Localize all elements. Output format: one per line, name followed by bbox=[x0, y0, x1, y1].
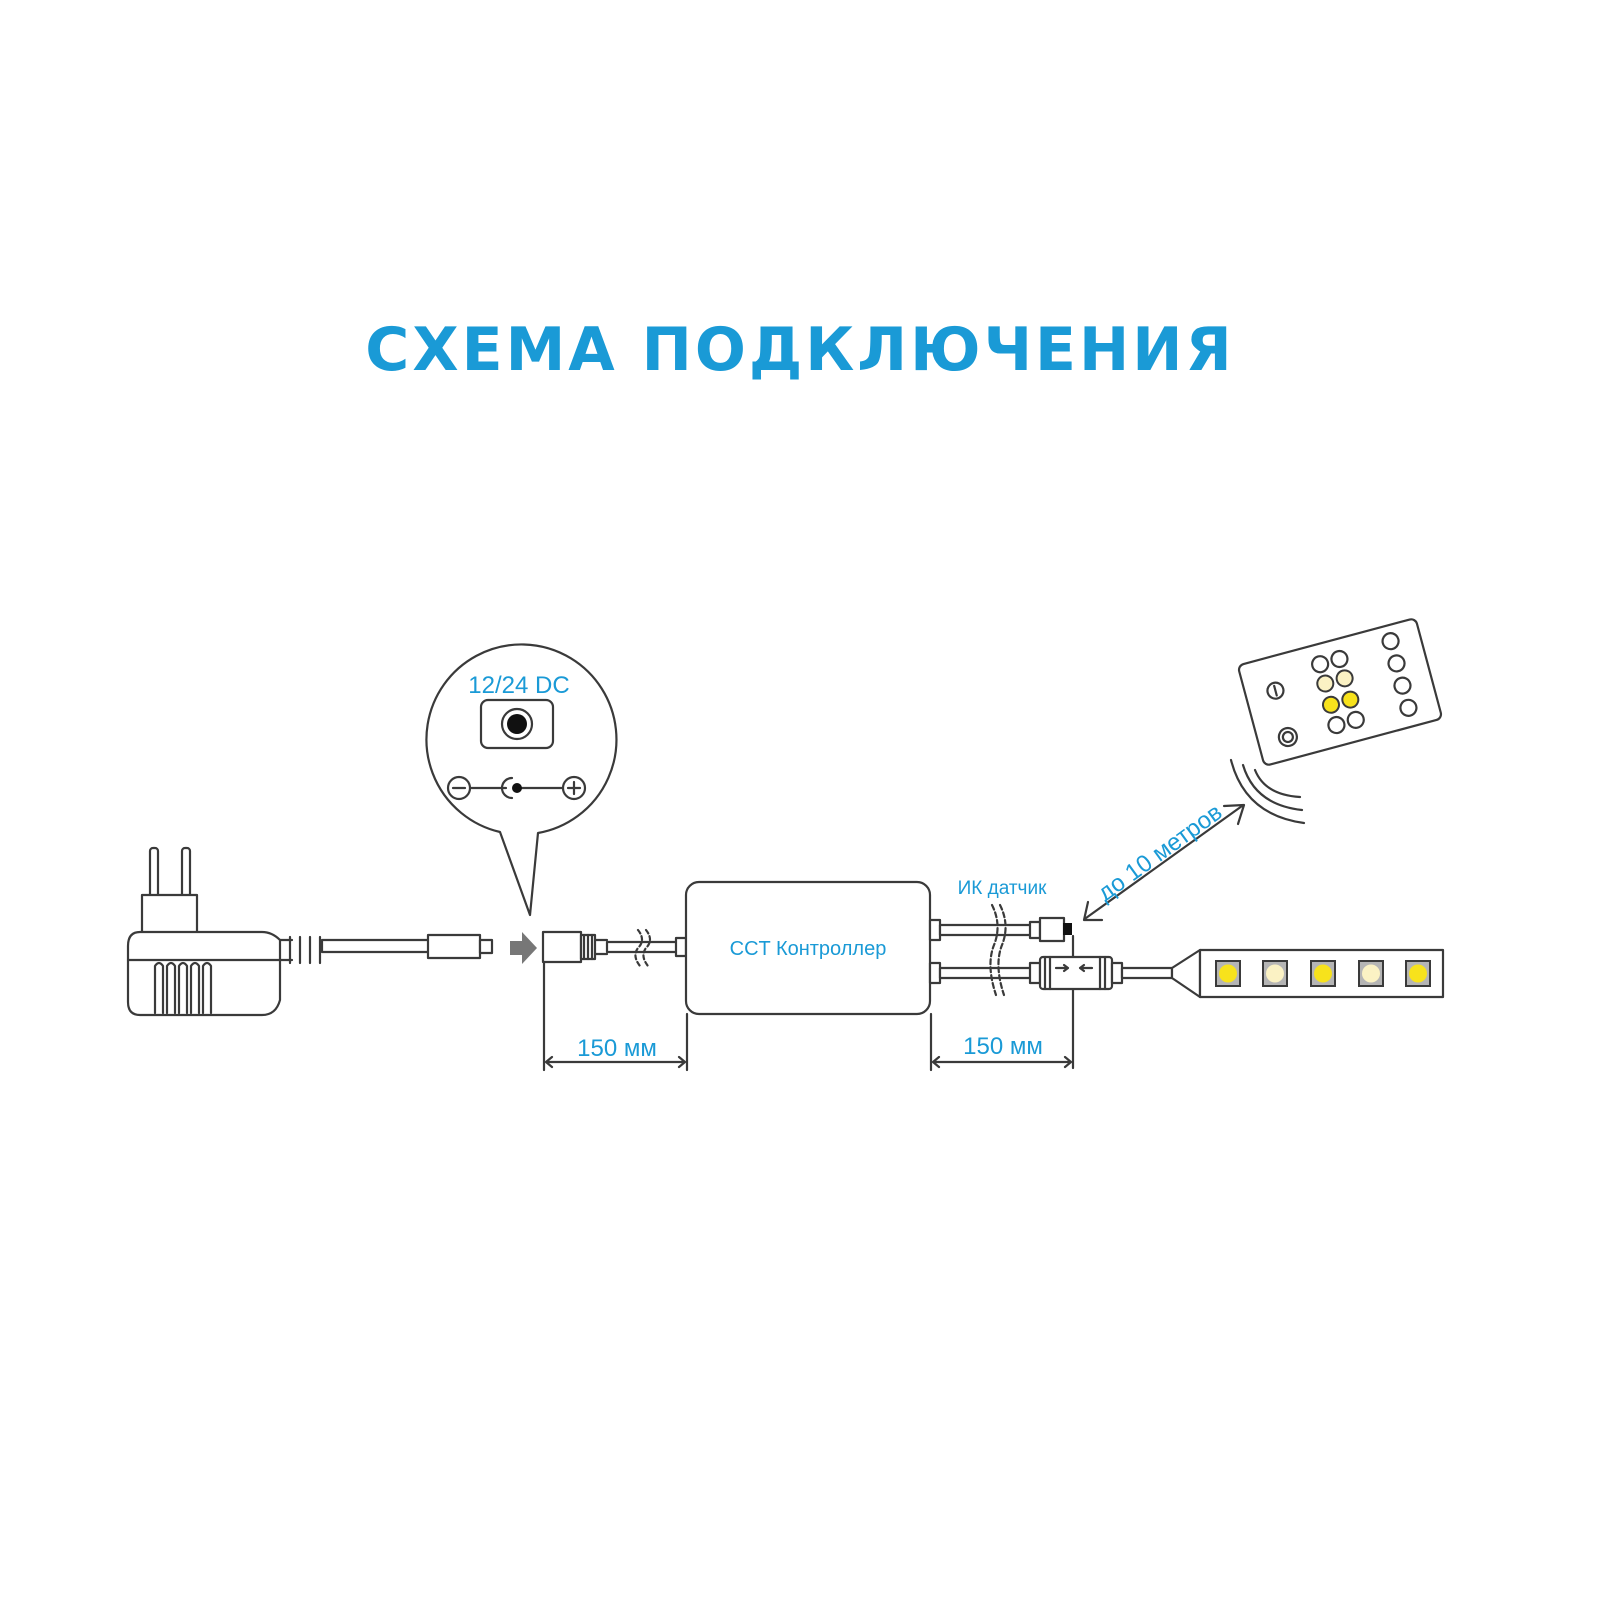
page-title: СХЕМА ПОДКЛЮЧЕНИЯ bbox=[365, 315, 1234, 385]
dc-jack-callout: 12/24 DC bbox=[425, 643, 618, 917]
controller-label: CCT Контроллер bbox=[730, 938, 887, 960]
ir-signal-icon bbox=[1229, 758, 1306, 825]
dimension-left-label: 150 мм bbox=[577, 1035, 657, 1062]
voltage-label: 12/24 DC bbox=[468, 672, 569, 699]
led-chip bbox=[1310, 960, 1336, 987]
dimension-lines bbox=[542, 960, 1073, 1072]
arrow-right-icon bbox=[510, 932, 537, 964]
range-label: до 10 метров bbox=[1093, 799, 1228, 907]
ir-sensor-label: ИК датчик bbox=[958, 878, 1047, 899]
ir-sensor-icon bbox=[1038, 916, 1066, 943]
cct-controller: CCT Контроллер bbox=[684, 880, 932, 1016]
led-chip bbox=[1215, 960, 1241, 987]
power-adapter-icon bbox=[126, 846, 494, 1017]
led-chip bbox=[1405, 960, 1431, 987]
led-strip-icon bbox=[1198, 948, 1445, 999]
led-chip bbox=[1262, 960, 1288, 987]
range-arrow-icon bbox=[1082, 803, 1246, 922]
remote-control-icon bbox=[1237, 618, 1443, 766]
led-chip bbox=[1358, 960, 1384, 987]
dc-socket-icon bbox=[541, 928, 688, 968]
dimension-right-label: 150 мм bbox=[963, 1033, 1043, 1060]
